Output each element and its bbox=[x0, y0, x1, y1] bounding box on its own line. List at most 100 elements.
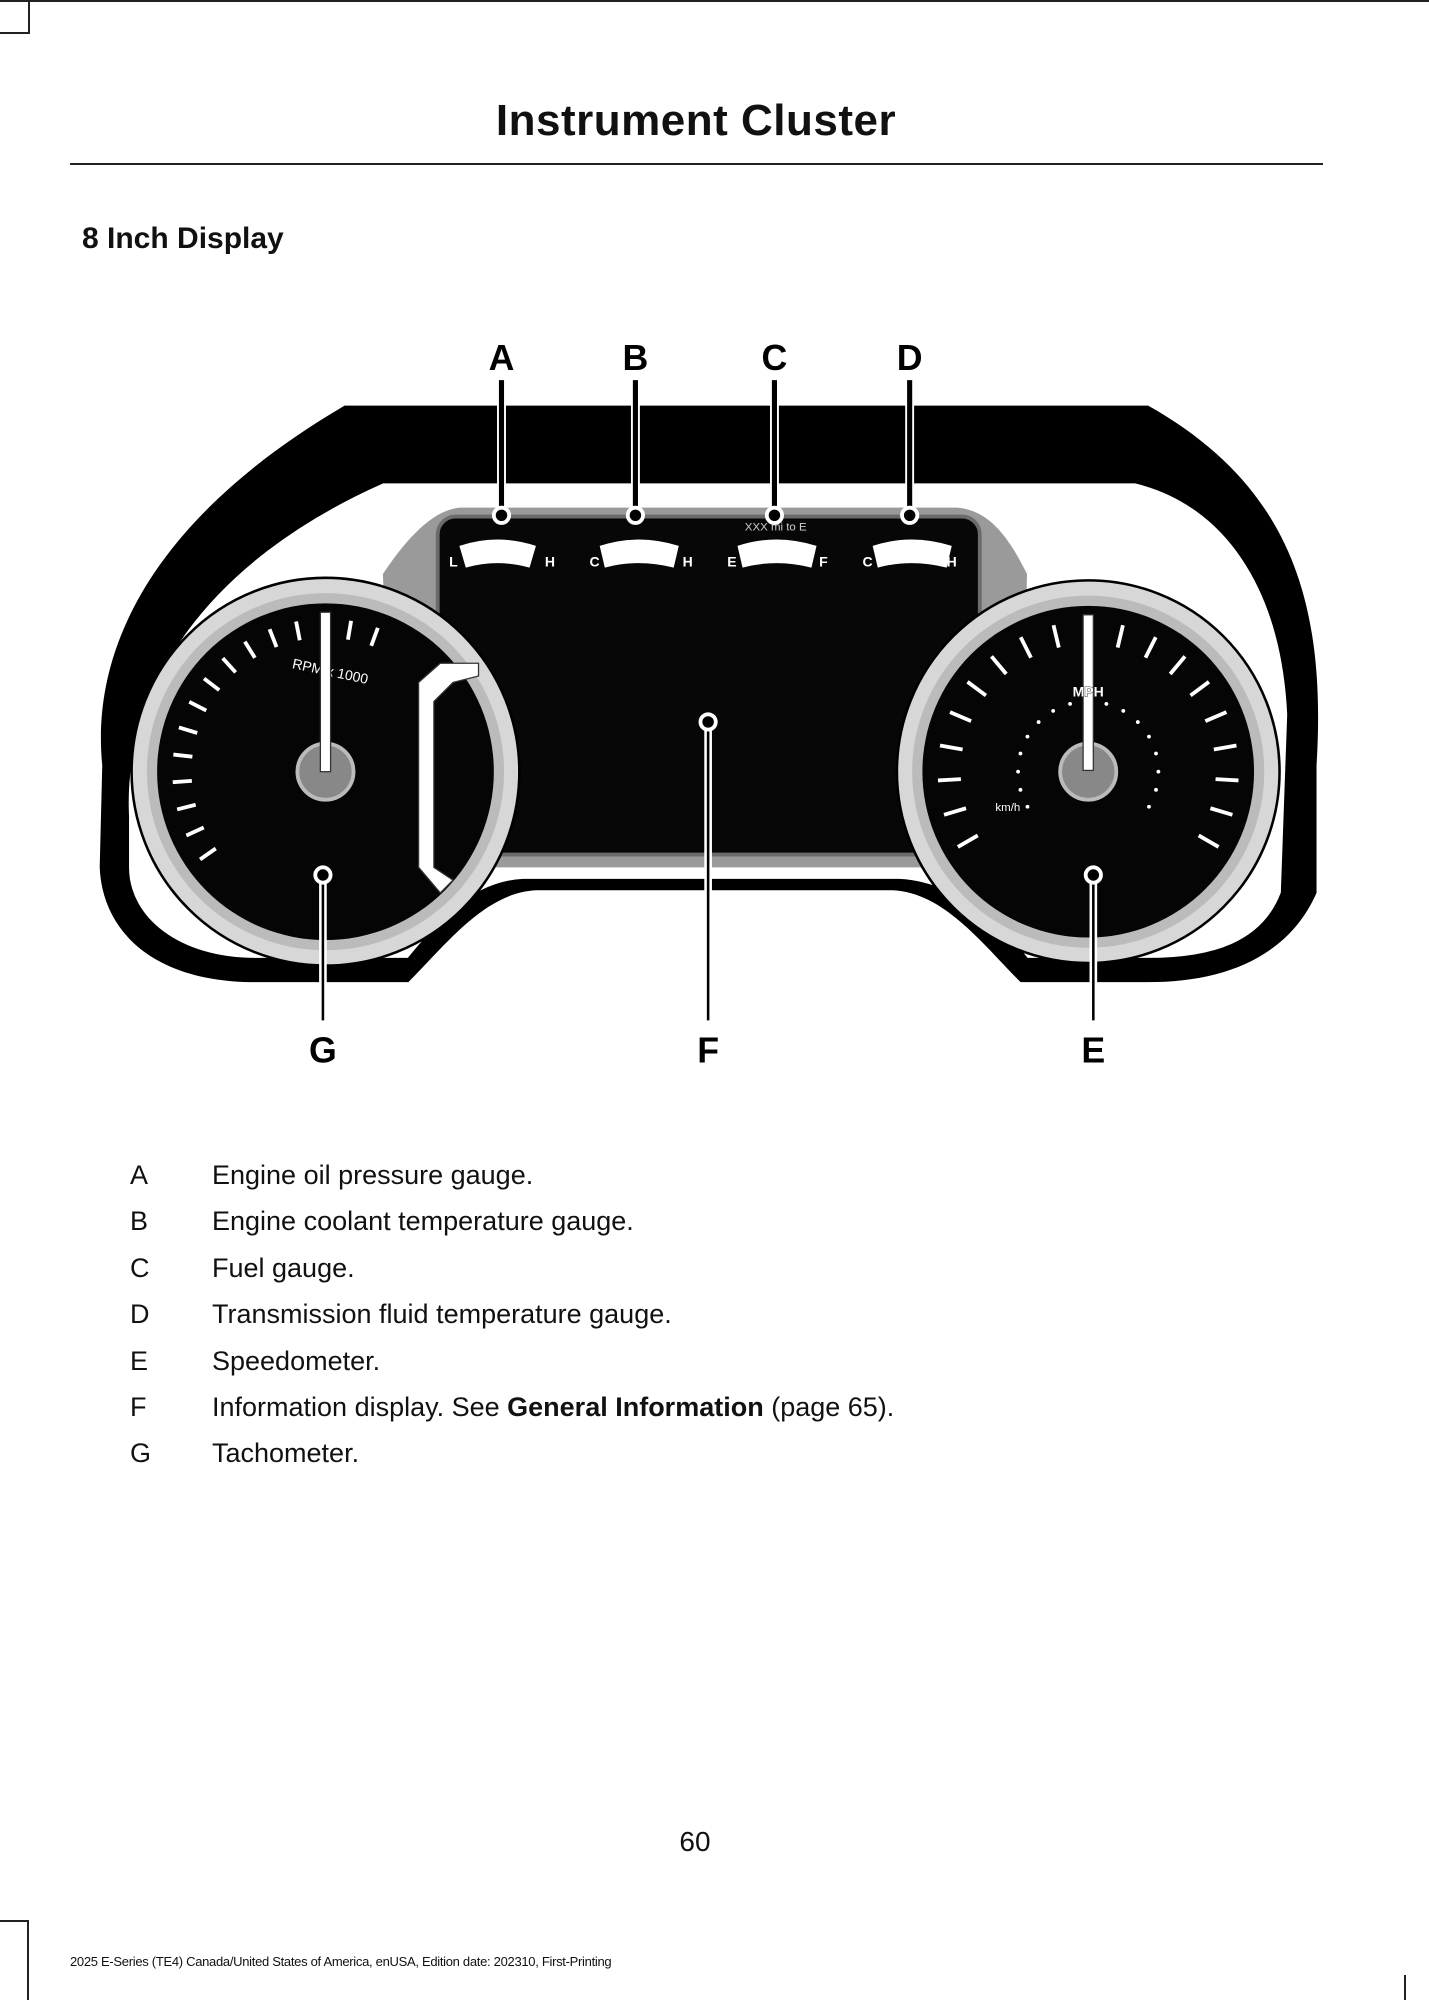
oil-high-label: H bbox=[545, 553, 555, 569]
km-tick bbox=[1104, 702, 1109, 706]
gauge-tick bbox=[176, 802, 197, 812]
crop-mark bbox=[28, 0, 1429, 2]
km-tick bbox=[1036, 720, 1041, 724]
gauge-tick bbox=[939, 743, 963, 752]
fuel-empty-label: E bbox=[727, 553, 736, 569]
gauge-tick bbox=[956, 833, 979, 849]
general-information-link[interactable]: General Information bbox=[507, 1392, 764, 1422]
km-tick bbox=[1025, 804, 1030, 809]
page-number: 60 bbox=[679, 1826, 711, 1857]
gauge-tick bbox=[1189, 680, 1211, 698]
fuel-full-label: F bbox=[819, 553, 828, 569]
trans-low-label: C bbox=[862, 553, 872, 569]
speedo-label: MPH bbox=[1073, 683, 1104, 699]
gauge-tick bbox=[949, 710, 972, 723]
speedometer: km/h MPH bbox=[895, 579, 1281, 965]
callout-lines bbox=[319, 380, 1098, 1021]
legend-text: Speedometer. bbox=[212, 1346, 381, 1376]
km-tick bbox=[1025, 734, 1030, 739]
gauge-tick bbox=[369, 627, 380, 647]
gauge-tick bbox=[1197, 833, 1220, 849]
gauge-tick bbox=[1143, 636, 1158, 659]
legend-key: A bbox=[130, 1160, 149, 1190]
km-tick bbox=[1154, 751, 1158, 756]
tach-needle bbox=[319, 611, 332, 773]
coolant-high-label: H bbox=[683, 553, 693, 569]
km-tick bbox=[1135, 720, 1140, 724]
crop-mark bbox=[0, 1920, 28, 1922]
page-reference: (page 65). bbox=[763, 1392, 895, 1422]
km-tick bbox=[1154, 787, 1158, 792]
footer-text: 2025 E-Series (TE4) Canada/United States… bbox=[70, 1954, 612, 1969]
section-title: 8 Inch Display bbox=[82, 222, 284, 255]
callout-c: C bbox=[762, 338, 788, 378]
gauge-tick bbox=[990, 655, 1008, 676]
legend-text: Engine oil pressure gauge. bbox=[212, 1160, 534, 1190]
legend-key: C bbox=[130, 1253, 150, 1283]
km-tick bbox=[1147, 804, 1151, 809]
gauge-tick bbox=[1168, 655, 1187, 676]
legend-text: Information display. See bbox=[212, 1392, 508, 1422]
legend-key: F bbox=[130, 1392, 147, 1422]
callout-g: G bbox=[309, 1031, 337, 1071]
gauge-tick bbox=[188, 700, 208, 713]
km-tick bbox=[1051, 709, 1056, 713]
gauge-tick bbox=[346, 620, 353, 640]
callout-e: E bbox=[1081, 1031, 1105, 1071]
oil-low-label: L bbox=[449, 553, 458, 569]
crop-mark bbox=[0, 32, 30, 34]
fuel-range-label: XXX mi to E bbox=[745, 522, 807, 534]
trans-high-label: H bbox=[947, 553, 957, 569]
legend-text: Engine coolant temperature gauge. bbox=[212, 1206, 634, 1236]
fuel-gauge: XXX mi to E E F bbox=[727, 522, 828, 570]
legend-text: Tachometer. bbox=[212, 1438, 360, 1468]
callout-a: A bbox=[489, 338, 515, 378]
tachometer: RPM x 1000 bbox=[130, 576, 521, 967]
gauge-tick bbox=[1215, 777, 1239, 783]
callout-b: B bbox=[623, 338, 649, 378]
gauge-tick bbox=[1209, 806, 1233, 817]
km-tick bbox=[1016, 769, 1020, 774]
km-tick bbox=[1156, 769, 1161, 774]
gauge-tick bbox=[1115, 624, 1125, 649]
gauge-tick bbox=[178, 725, 198, 735]
km-tick bbox=[1121, 709, 1126, 713]
gauge-tick bbox=[243, 640, 257, 659]
km-tick bbox=[1018, 787, 1023, 792]
gauge-tick bbox=[937, 777, 962, 783]
legend-text: Transmission fluid temperature gauge. bbox=[212, 1299, 672, 1329]
gauge-tick bbox=[1051, 624, 1061, 649]
gauge-tick bbox=[1213, 743, 1237, 752]
page-title: Instrument Cluster bbox=[495, 96, 897, 145]
gauge-tick bbox=[173, 752, 193, 759]
header-rule bbox=[70, 163, 1323, 165]
gauge-tick bbox=[1204, 710, 1228, 723]
legend-key: E bbox=[130, 1346, 149, 1376]
legend-key: G bbox=[130, 1438, 152, 1468]
legend-text: Fuel gauge. bbox=[212, 1253, 355, 1283]
crop-mark bbox=[0, 0, 28, 2]
crop-mark bbox=[28, 0, 30, 34]
km-tick bbox=[1147, 734, 1151, 739]
callout-f: F bbox=[697, 1031, 719, 1071]
speedo-sub-label: km/h bbox=[995, 802, 1020, 814]
legend-key: B bbox=[130, 1206, 149, 1236]
gauge-tick bbox=[202, 676, 221, 692]
gauge-tick bbox=[294, 621, 302, 641]
gauge-tick bbox=[172, 778, 192, 785]
gauge-tick bbox=[966, 680, 988, 698]
km-tick bbox=[1018, 751, 1023, 756]
crop-mark bbox=[1404, 1975, 1406, 2000]
crop-mark bbox=[27, 1920, 29, 2000]
callout-d: D bbox=[897, 338, 923, 378]
gauge-tick bbox=[221, 656, 238, 674]
gauge-tick bbox=[1018, 636, 1033, 659]
gauge-tick bbox=[198, 846, 217, 862]
callout-dots bbox=[313, 505, 1103, 885]
km-tick bbox=[1068, 702, 1072, 706]
gauge-tick bbox=[943, 806, 967, 817]
